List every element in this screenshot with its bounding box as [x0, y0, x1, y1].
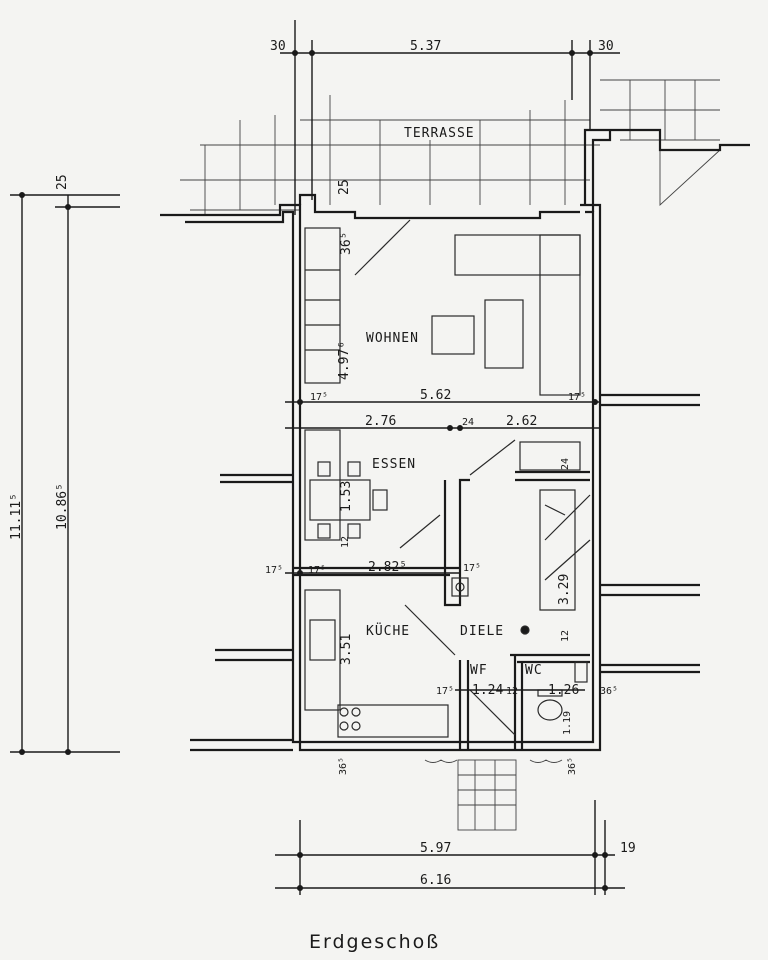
dim-diele-width: 2.62 [506, 414, 537, 429]
kueche-furniture [304, 589, 456, 738]
dim-wall-12-b: 12 [560, 630, 571, 642]
room-label-wf: WF [470, 663, 488, 678]
wohnen-furniture [304, 219, 581, 396]
dim-partition-24: 24 [462, 417, 474, 428]
room-label-kueche: KÜCHE [366, 622, 410, 639]
dim-wall-175-left: 17⁵ [310, 392, 328, 403]
dim-diele-depth: 3.29 [557, 574, 572, 605]
dim-essen-depth: 1.53 [339, 481, 354, 512]
entry-steps [424, 759, 563, 831]
dim-wall-175-right: 17⁵ [568, 392, 586, 403]
room-label-diele: DIELE [460, 624, 504, 639]
dim-bottom-inner: 5.97 [420, 841, 451, 856]
dim-wall-24-right: 24 [560, 458, 571, 470]
dim-wall-175-d: 17⁵ [436, 686, 454, 697]
dim-bottom-left: 36⁵ [338, 757, 349, 775]
room-label-terrasse: TERRASSE [404, 126, 475, 141]
diele-stairs [451, 441, 591, 635]
dim-wall-175-a: 17⁵ [265, 565, 283, 576]
essen-furniture [304, 429, 388, 541]
room-label-essen: ESSEN [372, 457, 416, 472]
dim-wf-width: 1.24 [472, 683, 503, 698]
room-label-wohnen: WOHNEN [366, 331, 419, 346]
dim-wall-365-right: 36⁵ [600, 686, 618, 697]
dim-bottom-outer: 6.16 [420, 873, 451, 888]
dim-top-left: 30 [270, 39, 286, 54]
dim-wall-175-b: 17⁵ [308, 565, 326, 576]
dim-left-inner: 10.86⁵ [55, 483, 70, 530]
dimension-lines [10, 20, 625, 895]
interior-walls [293, 439, 590, 750]
dim-wc-depth: 1.19 [562, 711, 573, 735]
dimension-ticks [19, 50, 608, 891]
dim-left-top: 25 [55, 174, 70, 190]
dim-left-outer: 11.11⁵ [9, 493, 24, 540]
dim-bottom-19: 19 [620, 841, 636, 856]
dim-kueche-depth: 3.51 [339, 634, 354, 665]
exterior-walls [160, 128, 750, 752]
dim-top-width: 5.37 [410, 39, 441, 54]
dim-wohnen-depth: 4.97⁶ [337, 341, 352, 380]
dim-top-wall: 25 [337, 179, 352, 195]
terrace-paving [180, 79, 721, 215]
dim-wall-12: 12 [340, 536, 351, 548]
dim-wall-365-top: 36⁵ [339, 232, 354, 255]
room-label-wc: WC [525, 663, 543, 678]
dim-wc-width: 1.26 [548, 683, 579, 698]
floor-caption: Erdgeschoß [309, 931, 441, 953]
dim-kueche-width: 2.82⁵ [368, 560, 407, 575]
dim-living-width: 5.62 [420, 388, 451, 403]
dim-essen-width: 2.76 [365, 414, 396, 429]
dim-bottom-right: 36⁵ [567, 757, 578, 775]
dim-wall-175-c: 17⁵ [463, 563, 481, 574]
dim-wall-12-c: 12 [506, 686, 518, 697]
wc-furniture [469, 661, 588, 736]
dim-top-right: 30 [598, 39, 614, 54]
